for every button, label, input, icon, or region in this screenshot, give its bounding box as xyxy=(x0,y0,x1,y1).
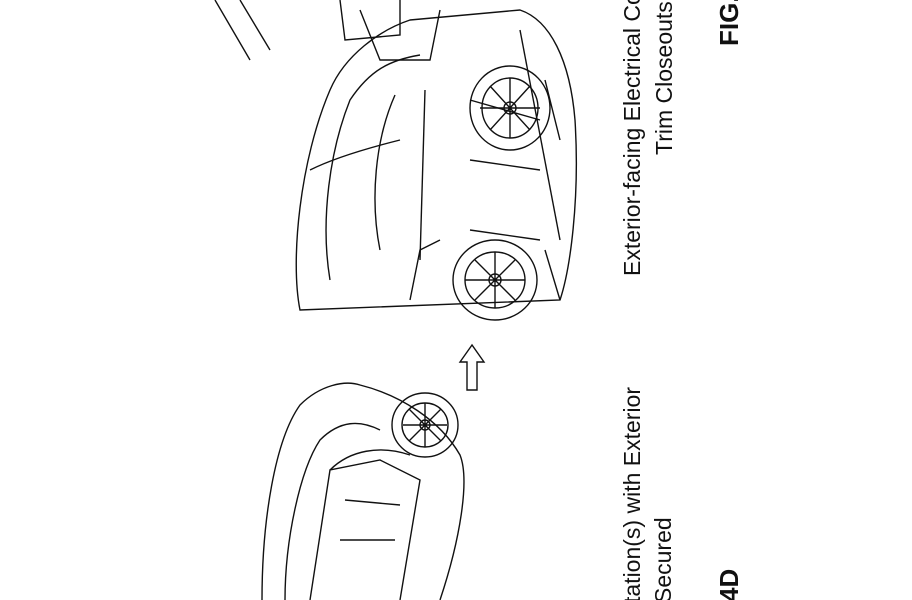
figure-label-top: FIG. xyxy=(714,0,744,46)
caption-right-line1: Exterior-facing Electrical Cor xyxy=(619,0,645,276)
caption-right-line2: Trim Closeouts A xyxy=(651,0,677,155)
vehicle-doors-open-drawing xyxy=(214,0,577,321)
vehicle-closed-drawing xyxy=(261,382,465,600)
up-arrow-icon xyxy=(458,343,486,391)
figure-label-bottom: 4D xyxy=(714,568,744,600)
caption-left-line1: tation(s) with Exterior xyxy=(619,386,645,600)
caption-left-line2: Secured xyxy=(650,517,676,600)
